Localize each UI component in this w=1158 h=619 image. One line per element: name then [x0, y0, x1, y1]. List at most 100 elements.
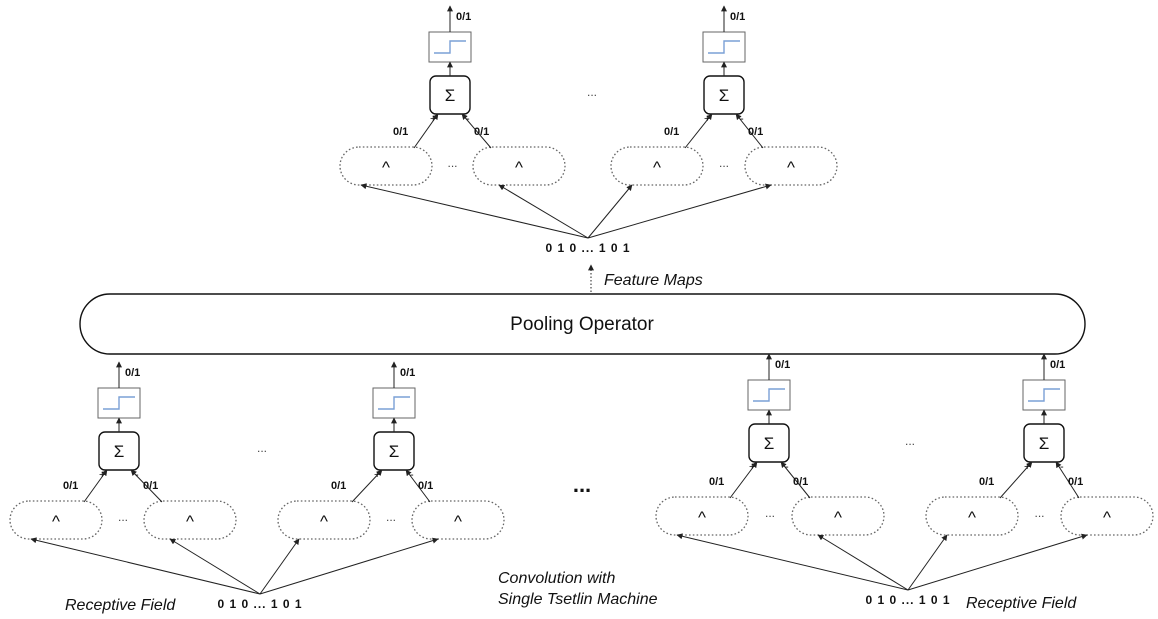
input-bits: 0 1 0 ... 1 0 1 [545, 241, 630, 255]
plus-sign: + [374, 469, 380, 481]
clause-node [1060, 496, 1154, 536]
and-symbol: ^ [52, 512, 60, 531]
sum-symbol: Σ [764, 434, 775, 453]
negative-clause-arrow [405, 469, 431, 503]
clause-output-label: 0/1 [393, 126, 408, 138]
unit-ellipsis: ... [905, 434, 915, 448]
and-symbol: ^ [186, 512, 194, 531]
bottom-left-tsetlin-machine: ^^...Σ0/1+-0/10/1^^...Σ0/1+-0/10/1...0 1… [9, 361, 505, 611]
step-function-icon [434, 40, 466, 54]
and-symbol: ^ [698, 508, 706, 527]
pooling-label: Pooling Operator [510, 314, 654, 335]
minus-sign: - [740, 113, 744, 125]
plus-sign: + [704, 113, 710, 125]
positive-clause-arrow [999, 461, 1033, 499]
feature-maps-arrow: Feature Maps [588, 264, 703, 292]
output-label: 0/1 [730, 11, 745, 23]
minus-sign: - [466, 113, 470, 125]
clause-ellipsis: ... [386, 510, 396, 524]
and-symbol: ^ [454, 512, 462, 531]
ellipsis-between-groups: ... [573, 472, 591, 497]
clause-ellipsis: ... [118, 510, 128, 524]
negative-clause-arrow [1055, 461, 1080, 499]
receptive-field-label-right: Receptive Field [966, 595, 1077, 612]
sum-symbol: Σ [114, 442, 125, 461]
and-symbol: ^ [320, 512, 328, 531]
sum-symbol: Σ [389, 442, 400, 461]
clause-output-label: 0/1 [418, 480, 433, 492]
unit-ellipsis: ... [257, 441, 267, 455]
plus-sign: + [430, 113, 436, 125]
input-to-clause-arrow [587, 184, 633, 239]
clause-node [791, 496, 885, 536]
clause-node [472, 146, 566, 186]
receptive-field-label-left: Receptive Field [65, 597, 176, 614]
step-function-icon [1028, 388, 1060, 402]
and-symbol: ^ [787, 158, 795, 177]
clause-output-label: 0/1 [748, 126, 763, 138]
clause-node [610, 146, 704, 186]
clause-node [9, 500, 103, 540]
clause-output-label: 0/1 [709, 476, 724, 488]
and-symbol: ^ [382, 158, 390, 177]
clause-output-label: 0/1 [1068, 476, 1083, 488]
positive-clause-arrow [351, 469, 383, 503]
negative-clause-arrow [130, 469, 163, 503]
convolution-label-line1: Convolution with [498, 570, 616, 587]
sum-symbol: Σ [719, 86, 730, 105]
convolution-label-line2: Single Tsetlin Machine [498, 591, 658, 608]
clause-node [143, 500, 237, 540]
and-symbol: ^ [653, 158, 661, 177]
clause-node [925, 496, 1019, 536]
step-function-icon [378, 396, 410, 410]
negative-clause-arrow [780, 461, 811, 499]
clause-output-label: 0/1 [331, 480, 346, 492]
input-to-clause-arrow [817, 534, 909, 591]
unit-ellipsis: ... [587, 85, 597, 99]
clause-output-label: 0/1 [979, 476, 994, 488]
minus-sign: - [410, 469, 414, 481]
input-to-clause-arrow [169, 538, 261, 595]
bottom-right-tsetlin-machine: ^^...Σ0/1+-0/10/1^^...Σ0/1+-0/10/1...0 1… [655, 353, 1154, 607]
tsetlin-machine-groups: ^^...Σ0/1+-0/10/1^^...Σ0/1+-0/10/1...0 1… [9, 5, 1154, 611]
output-label: 0/1 [400, 367, 415, 379]
tsetlin-unit: ^^...Σ0/1+-0/10/1 [655, 353, 885, 536]
input-to-clause-arrow [498, 184, 589, 239]
input-to-clause-arrow [907, 533, 1088, 591]
minus-sign: - [785, 461, 789, 473]
step-function-icon [753, 388, 785, 402]
clause-node [277, 500, 371, 540]
feature-maps-label: Feature Maps [604, 272, 703, 289]
input-to-clause-arrow [360, 183, 589, 239]
tsetlin-unit: ^^...Σ0/1+-0/10/1 [610, 5, 838, 186]
clause-output-label: 0/1 [793, 476, 808, 488]
and-symbol: ^ [1103, 508, 1111, 527]
positive-clause-arrow [83, 469, 108, 503]
input-bits: 0 1 0 ... 1 0 1 [217, 597, 302, 611]
clause-node [655, 496, 749, 536]
clause-output-label: 0/1 [664, 126, 679, 138]
clause-ellipsis: ... [719, 156, 729, 170]
input-to-clause-arrow [676, 533, 909, 591]
positive-clause-arrow [413, 113, 439, 149]
clause-node [744, 146, 838, 186]
tsetlin-unit: ^^...Σ0/1+-0/10/1 [339, 5, 566, 186]
and-symbol: ^ [834, 508, 842, 527]
tsetlin-unit: ^^...Σ0/1+-0/10/1 [277, 361, 505, 540]
output-label: 0/1 [775, 359, 790, 371]
plus-sign: + [99, 469, 105, 481]
clause-ellipsis: ... [1034, 506, 1044, 520]
output-label: 0/1 [125, 367, 140, 379]
plus-sign: + [1024, 461, 1030, 473]
pooling-operator: Pooling Operator [79, 293, 1086, 355]
negative-clause-arrow [735, 113, 764, 149]
plus-sign: + [749, 461, 755, 473]
clause-ellipsis: ... [447, 156, 457, 170]
input-to-clause-arrow [907, 534, 948, 591]
clause-output-label: 0/1 [143, 480, 158, 492]
positive-clause-arrow [729, 461, 758, 499]
sum-symbol: Σ [445, 86, 456, 105]
output-label: 0/1 [1050, 359, 1065, 371]
minus-sign: - [135, 469, 139, 481]
